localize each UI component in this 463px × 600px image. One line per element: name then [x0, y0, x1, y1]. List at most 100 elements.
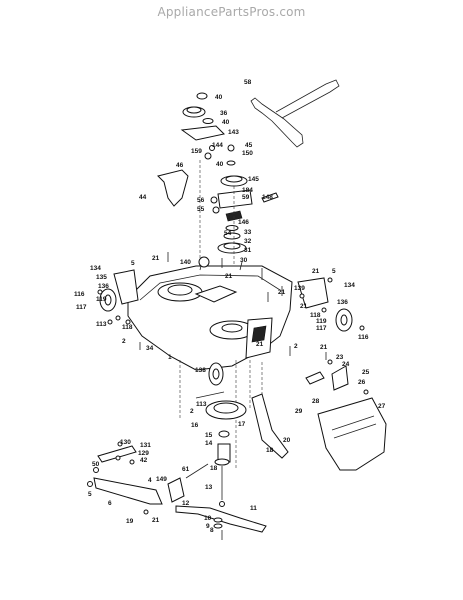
label-10: 10 [204, 515, 212, 522]
label-117: 117 [76, 304, 87, 311]
label-2: 2 [294, 343, 298, 350]
label-148: 148 [262, 194, 273, 201]
label-30: 30 [240, 257, 248, 264]
label-6: 6 [108, 500, 112, 507]
label-46: 46 [176, 162, 184, 169]
label-18: 18 [210, 465, 218, 472]
label-113: 113 [96, 321, 107, 328]
label-9: 9 [206, 523, 210, 530]
label-23: 23 [336, 354, 344, 361]
label-136: 136 [337, 299, 348, 306]
label-118: 118 [310, 312, 321, 319]
blade-hardware[interactable] [213, 517, 223, 540]
label-130: 130 [120, 439, 131, 446]
mower-deck[interactable] [127, 261, 293, 371]
label-8: 8 [210, 527, 214, 534]
label-143: 143 [228, 129, 239, 136]
label-18: 18 [266, 447, 274, 454]
label-20: 20 [283, 437, 291, 444]
label-42: 42 [140, 457, 148, 464]
label-21: 21 [225, 273, 233, 280]
label-116: 116 [358, 334, 369, 341]
label-21: 21 [152, 255, 160, 262]
label-2: 2 [122, 338, 126, 345]
label-118: 118 [122, 324, 133, 331]
center-pulley-stack[interactable] [210, 175, 279, 254]
label-56: 56 [197, 197, 205, 204]
label-139: 139 [294, 285, 305, 292]
label-4: 4 [148, 477, 152, 484]
deck-hardware[interactable] [139, 252, 305, 356]
label-138: 138 [195, 367, 206, 374]
label-1: 1 [168, 354, 172, 361]
label-134: 134 [344, 282, 355, 289]
label-32: 32 [244, 238, 252, 245]
label-58: 58 [244, 79, 252, 86]
discharge-chute[interactable] [305, 352, 387, 471]
label-145: 145 [248, 176, 259, 183]
label-24: 24 [342, 361, 350, 368]
label-13: 13 [205, 484, 213, 491]
label-116: 116 [74, 291, 85, 298]
label-149: 149 [156, 476, 167, 483]
label-119: 119 [96, 296, 107, 303]
label-27: 27 [378, 403, 386, 410]
label-33: 33 [244, 229, 252, 236]
label-54: 54 [224, 230, 232, 237]
label-45: 45 [245, 142, 253, 149]
label-14: 14 [205, 440, 213, 447]
label-140: 140 [180, 259, 191, 266]
label-146: 146 [238, 219, 249, 226]
label-136: 136 [98, 283, 109, 290]
label-21: 21 [320, 344, 328, 351]
label-159: 159 [191, 148, 202, 155]
deck-lift-linkage[interactable] [87, 441, 209, 515]
label-28: 28 [312, 398, 320, 405]
label-117: 117 [316, 325, 327, 332]
label-5: 5 [332, 268, 336, 275]
label-17: 17 [238, 421, 246, 428]
label-15: 15 [205, 432, 213, 439]
label-21: 21 [256, 341, 264, 348]
label-44: 44 [139, 194, 147, 201]
label-150: 150 [242, 150, 253, 157]
label-59: 59 [242, 194, 250, 201]
label-55: 55 [197, 206, 205, 213]
label-34: 34 [146, 345, 154, 352]
label-21: 21 [278, 289, 286, 296]
label-134: 134 [90, 265, 101, 272]
label-2: 2 [190, 408, 194, 415]
label-50: 50 [92, 461, 100, 468]
label-40: 40 [216, 161, 224, 168]
label-113: 113 [196, 401, 207, 408]
label-29: 29 [295, 408, 303, 415]
label-40: 40 [215, 94, 223, 101]
callout-labels: 58 40 36 40 143 144 45 150 159 40 46 44 … [74, 79, 386, 534]
label-19: 19 [126, 518, 134, 525]
label-26: 26 [358, 379, 366, 386]
belt-guard[interactable] [157, 169, 189, 207]
watermark: AppliancePartsPros.com [157, 5, 306, 19]
label-5: 5 [88, 491, 92, 498]
label-31: 31 [244, 247, 252, 254]
label-36: 36 [220, 110, 228, 117]
right-gauge-wheel-assembly[interactable] [297, 277, 365, 332]
deck-belt[interactable] [250, 79, 340, 148]
label-21: 21 [312, 268, 320, 275]
label-131: 131 [140, 442, 151, 449]
label-11: 11 [250, 505, 257, 512]
label-184: 184 [242, 187, 253, 194]
label-144: 144 [212, 142, 223, 149]
label-40: 40 [222, 119, 230, 126]
label-12: 12 [182, 500, 190, 507]
label-61: 61 [182, 466, 190, 473]
label-119: 119 [316, 318, 327, 325]
label-16: 16 [191, 422, 199, 429]
front-roller[interactable] [195, 362, 225, 399]
idler-pulley-assembly[interactable] [180, 92, 236, 166]
spindle-assembly[interactable] [205, 393, 289, 507]
label-135: 135 [96, 274, 107, 281]
label-25: 25 [362, 369, 370, 376]
left-gauge-wheel-assembly[interactable] [97, 269, 139, 325]
